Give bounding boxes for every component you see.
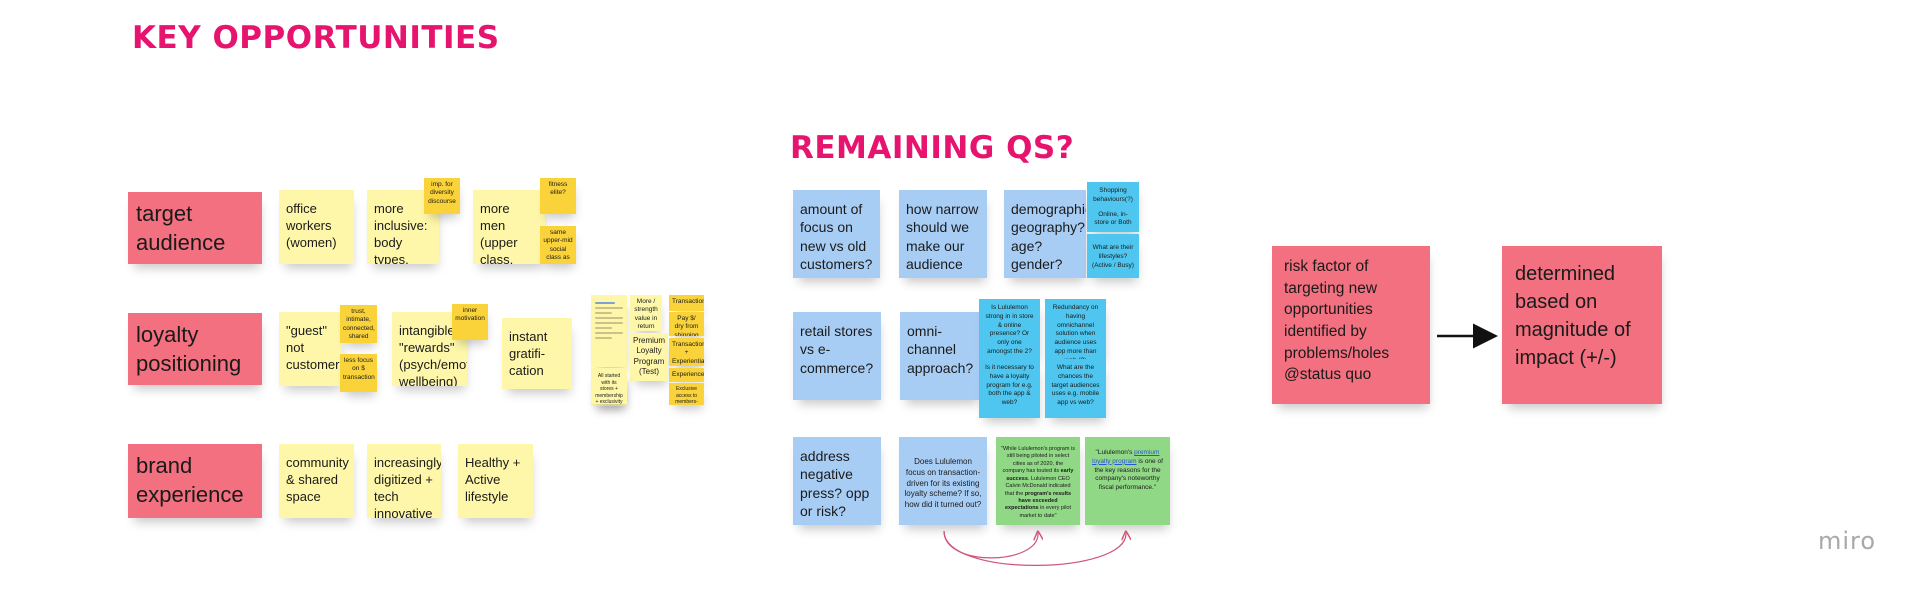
sticky-exclusive-access[interactable]: Exclusive access to members-only Worksho… <box>669 383 704 405</box>
sticky-more-strength[interactable]: More / strength value in return for the … <box>630 295 662 331</box>
sticky-demographic[interactable]: demographic? geography? age? gender? <box>1004 190 1086 278</box>
sticky-inner-motivation[interactable]: inner motivation <box>452 304 488 340</box>
sticky-imp-diversity[interactable]: imp. for diversity discourse <box>424 178 460 214</box>
sticky-risk-factor[interactable]: risk factor of targeting new opportuniti… <box>1272 246 1430 404</box>
sticky-all-started[interactable]: All started with its stores + membership… <box>591 370 627 404</box>
sticky-healthy-active[interactable]: Healthy + Active lifestyle <box>458 444 533 518</box>
connector-to-quote-premium <box>943 531 1126 566</box>
sticky-chances-app-web[interactable]: What are the chances the target audience… <box>1045 359 1106 418</box>
sticky-brand-experience[interactable]: brand experience <box>128 444 262 518</box>
sticky-instore-online-presence[interactable]: Is Lululemon strong in in store & online… <box>979 299 1040 359</box>
shopping-behaviours-text: Shopping behaviours(?) <box>1093 187 1133 203</box>
sticky-digitized[interactable]: increasingly digitized + tech innovative <box>367 444 441 518</box>
sticky-target-audience[interactable]: target audience <box>128 192 262 264</box>
miro-logo: miro <box>1818 527 1877 555</box>
sticky-negative-press[interactable]: address negative press? opp or risk? <box>793 437 881 525</box>
sticky-determined-impact[interactable]: determined based on magnitude of impact … <box>1502 246 1662 404</box>
sticky-same-class[interactable]: same upper-mid social class as women <box>540 226 576 264</box>
sticky-quote-premium-program[interactable]: "Lululemon's premium loyalty program is … <box>1085 437 1170 525</box>
sticky-retail-vs-ecommerce[interactable]: retail stores vs e-commerce? <box>793 312 881 400</box>
sticky-necessary-program[interactable]: Is it necessary to have a loyalty progra… <box>979 359 1040 418</box>
sticky-transaction-driven[interactable]: Does Lululemon focus on transaction-driv… <box>899 437 987 525</box>
sticky-redundancy[interactable]: Redundancy on having omnichannel solutio… <box>1045 299 1106 359</box>
sticky-trust[interactable]: trust, intimate, connected, shared <box>340 305 377 343</box>
connector-to-quote-early-success <box>943 531 1038 559</box>
sticky-less-focus[interactable]: less focus on $ transaction <box>340 354 377 392</box>
sticky-more-men[interactable]: more men (upper class, fitness elite?) <box>473 190 545 264</box>
sticky-focus-customers[interactable]: amount of focus on new vs old customers? <box>793 190 880 278</box>
sticky-premium-loyalty[interactable]: Premium Loyalty Program (Test) <box>630 333 668 381</box>
sticky-audience-scope[interactable]: how narrow should we make our audience s… <box>899 190 987 278</box>
key-opportunities-title: KEY OPPORTUNITIES <box>132 20 500 56</box>
sticky-fitness-elite[interactable]: fitness elite? <box>540 178 576 214</box>
sticky-quote-early-success[interactable]: "While Lululemon's program is still bein… <box>996 437 1080 525</box>
sticky-office-workers[interactable]: office workers (women) <box>279 190 354 264</box>
sticky-lifestyles[interactable]: What are their lifestyles? (Active / Bus… <box>1087 234 1139 278</box>
sticky-pay[interactable]: Pay $/ dry from shipping Pair of pants e… <box>669 312 704 336</box>
sticky-experiences[interactable]: Experiences <box>669 368 704 382</box>
online-instore-text: Online, in-store or Both <box>1094 210 1132 227</box>
sticky-intangible-rewards[interactable]: intangible "rewards" (psych/emot wellbei… <box>392 312 467 386</box>
remaining-questions-title: REMAINING QS? <box>790 130 1075 166</box>
sticky-loyalty-positioning[interactable]: loyalty positioning <box>128 313 262 385</box>
sticky-transactional-experiential[interactable]: Transactional + Experiential Benefits <box>669 338 704 366</box>
sticky-lululemon-notes[interactable] <box>591 295 627 367</box>
sticky-omnichannel[interactable]: omni-channel approach? <box>900 312 980 400</box>
sticky-guest-not-customer[interactable]: "guest" not customer <box>279 312 342 386</box>
sticky-transactional[interactable]: Transactional <box>669 295 704 311</box>
premium-program-link[interactable]: premium loyalty program <box>1092 449 1160 465</box>
sticky-instant-gratification[interactable]: instant gratifi-cation <box>502 318 572 389</box>
sticky-shopping-behaviours[interactable]: Shopping behaviours(?) Online, in-store … <box>1087 182 1139 232</box>
sticky-community[interactable]: community & shared space <box>279 444 354 518</box>
